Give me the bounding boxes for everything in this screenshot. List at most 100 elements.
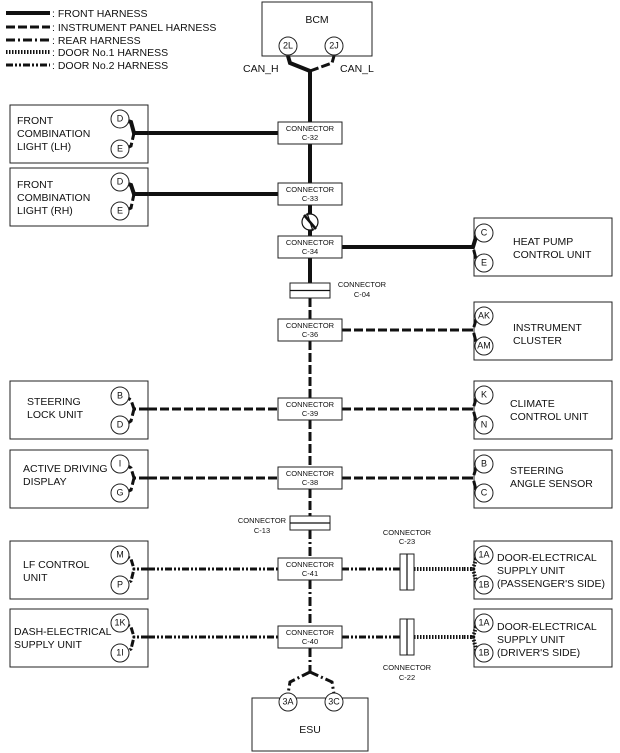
esu-unit: ESU 3A 3C xyxy=(251,692,369,752)
pass-door-pin-1a: 1A xyxy=(478,549,489,559)
heat-pump-pin-e: E xyxy=(481,257,487,267)
climate-pin-k: K xyxy=(481,389,487,399)
steering-lock-pin-d: D xyxy=(117,419,124,429)
right-unit-heat-pump: C E HEAT PUMP CONTROL UNIT xyxy=(464,217,613,277)
right-unit-1-line2: CLUSTER xyxy=(513,335,562,347)
left-unit-0-line3: LIGHT (LH) xyxy=(17,141,71,153)
esu-pin-3a-label: 3A xyxy=(282,696,293,706)
right-unit-3-line2: ANGLE SENSOR xyxy=(510,478,593,490)
connector-c34: CONNECTOR C-34 xyxy=(277,235,343,259)
bcm-box xyxy=(261,1,373,57)
connector-c33-title: CONNECTOR xyxy=(286,185,335,194)
steering-lock-pin-b: B xyxy=(117,390,123,400)
left-unit-3-line2: DISPLAY xyxy=(23,476,67,488)
right-unit-3-line1: STEERING xyxy=(510,465,564,477)
pass-door-pin-1b: 1B xyxy=(478,579,489,589)
connector-c34-id: C-34 xyxy=(302,247,318,256)
connector-c23-id: C-23 xyxy=(399,537,415,546)
left-unit-0-line2: COMBINATION xyxy=(17,128,90,140)
connector-c41-title: CONNECTOR xyxy=(286,560,335,569)
legend-front-label: : FRONT HARNESS xyxy=(52,8,147,20)
right-unit-climate-control: K N CLIMATE CONTROL UNIT xyxy=(464,380,613,440)
connector-c41: CONNECTOR C-41 xyxy=(277,557,343,581)
left-unit-active-driving-display: I G ACTIVE DRIVING DISPLAY xyxy=(9,449,149,509)
connector-c32-id: C-32 xyxy=(302,133,318,142)
connector-c36: CONNECTOR C-36 xyxy=(277,318,343,342)
left-unit-2-line1: STEERING xyxy=(27,396,81,408)
connector-c23: CONNECTOR C-23 xyxy=(383,528,432,591)
left-branches xyxy=(148,131,278,639)
connector-c32-title: CONNECTOR xyxy=(286,124,335,133)
heat-pump-pin-c: C xyxy=(481,227,488,237)
right-unit-steering-angle: B C STEERING ANGLE SENSOR xyxy=(464,449,613,509)
connector-c23-title: CONNECTOR xyxy=(383,528,432,537)
connector-c13-id: C-13 xyxy=(254,526,270,535)
left-unit-1-line3: LIGHT (RH) xyxy=(17,205,73,217)
right-unit-0-line1: HEAT PUMP xyxy=(513,236,573,248)
connector-c34-title: CONNECTOR xyxy=(286,238,335,247)
add-pin-i: I xyxy=(119,458,122,468)
bcm-unit: BCM 2L 2J CAN_H CAN_L xyxy=(243,1,374,75)
connector-c38: CONNECTOR C-38 xyxy=(277,466,343,490)
rh-pin-d: D xyxy=(117,176,124,186)
bcm-label: BCM xyxy=(305,14,328,26)
left-unit-front-comb-light-rh: D E FRONT COMBINATION LIGHT (RH) xyxy=(9,167,149,227)
connector-c36-id: C-36 xyxy=(302,330,318,339)
connector-c40-id: C-40 xyxy=(302,637,318,646)
connector-c13-title: CONNECTOR xyxy=(238,516,287,525)
left-unit-2-line2: LOCK UNIT xyxy=(27,409,84,421)
legend-instrument-panel-label: : INSTRUMENT PANEL HARNESS xyxy=(52,22,216,34)
left-unit-4-line2: UNIT xyxy=(23,572,48,584)
connector-c04: CONNECTOR C-04 xyxy=(289,280,387,299)
left-unit-1-line2: COMBINATION xyxy=(17,192,90,204)
connector-c22-id: C-22 xyxy=(399,673,415,682)
right-unit-4-line1: DOOR-ELECTRICAL xyxy=(497,552,597,564)
climate-pin-n: N xyxy=(481,419,488,429)
bcm-pin-2j-label: 2J xyxy=(329,40,339,50)
bcm-split xyxy=(286,55,336,73)
connector-c39: CONNECTOR C-39 xyxy=(277,397,343,421)
dash-pin-1k: 1K xyxy=(114,617,125,627)
can-h-label: CAN_H xyxy=(243,63,279,75)
connector-c39-title: CONNECTOR xyxy=(286,400,335,409)
right-unit-4-line3: (PASSENGER'S SIDE) xyxy=(497,578,605,590)
lf-pin-m: M xyxy=(116,549,124,559)
connector-c41-id: C-41 xyxy=(302,569,318,578)
connector-c38-title: CONNECTOR xyxy=(286,469,335,478)
can-l-label: CAN_L xyxy=(340,63,374,75)
left-unit-front-comb-light-lh: D E FRONT COMBINATION LIGHT (LH) xyxy=(9,104,149,164)
right-unit-4-line2: SUPPLY UNIT xyxy=(497,565,565,577)
right-unit-2-line1: CLIMATE xyxy=(510,398,555,410)
connector-c33-id: C-33 xyxy=(302,194,318,203)
left-unit-1-line1: FRONT xyxy=(17,179,54,191)
lh-pin-e: E xyxy=(117,143,123,153)
cluster-pin-ak: AK xyxy=(478,310,490,320)
esu-pin-3c-label: 3C xyxy=(328,696,340,706)
right-unit-5-line3: (DRIVER'S SIDE) xyxy=(497,647,580,659)
dash-pin-1i: 1I xyxy=(116,647,124,657)
add-pin-g: G xyxy=(116,487,123,497)
legend-door2-label: : DOOR No.2 HARNESS xyxy=(52,60,168,72)
right-unit-5-line1: DOOR-ELECTRICAL xyxy=(497,621,597,633)
steer-angle-pin-c: C xyxy=(481,487,488,497)
legend-door1-label: : DOOR No.1 HARNESS xyxy=(52,47,168,59)
right-unit-door-supply-passenger: 1A 1B DOOR-ELECTRICAL SUPPLY UNIT (PASSE… xyxy=(464,540,613,600)
esu-pin-3a xyxy=(278,692,298,712)
left-unit-3-line1: ACTIVE DRIVING xyxy=(23,463,108,475)
right-unit-2-line2: CONTROL UNIT xyxy=(510,411,589,423)
connector-c04-title: CONNECTOR xyxy=(338,280,387,289)
rh-pin-e: E xyxy=(117,205,123,215)
left-unit-5-line1: DASH-ELECTRICAL xyxy=(14,626,112,638)
left-unit-5-line2: SUPPLY UNIT xyxy=(14,639,82,651)
bcm-pin-2l-label: 2L xyxy=(283,40,293,50)
right-unit-0-line2: CONTROL UNIT xyxy=(513,249,592,261)
bcm-pin-2j xyxy=(324,36,344,56)
lh-pin-d: D xyxy=(117,113,124,123)
connector-c22-title: CONNECTOR xyxy=(383,663,432,672)
connector-c13: CONNECTOR C-13 xyxy=(238,515,331,535)
connector-c40: CONNECTOR C-40 xyxy=(277,625,343,649)
drv-door-pin-1b: 1B xyxy=(478,647,489,657)
cluster-pin-am: AM xyxy=(477,340,491,350)
left-unit-4-line1: LF CONTROL xyxy=(23,559,90,571)
